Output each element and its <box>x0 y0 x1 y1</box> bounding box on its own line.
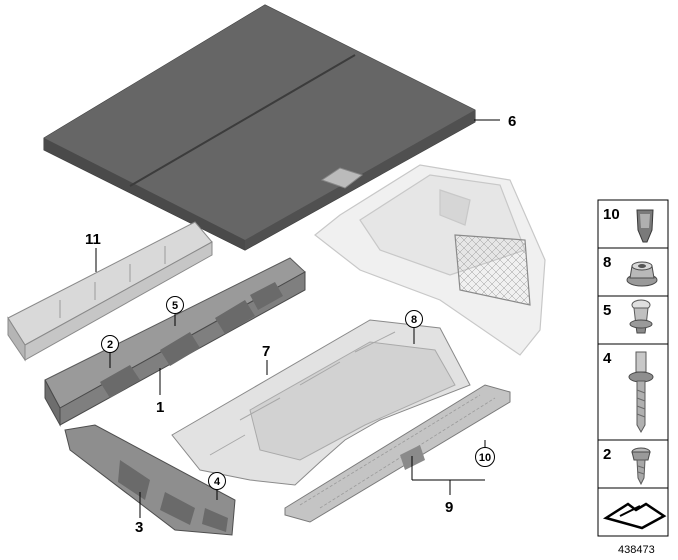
circled-callout-10: 10 <box>475 447 495 467</box>
trunk-outline-ghost <box>314 164 546 356</box>
callout-7: 7 <box>262 343 270 360</box>
circled-callout-2: 2 <box>101 335 119 353</box>
leader-lines <box>95 119 500 518</box>
side-item-label-10: 10 <box>603 206 620 223</box>
side-item-label-4: 4 <box>603 350 612 367</box>
expansion-nut-icon <box>629 299 653 334</box>
callout-6: 6 <box>508 113 516 130</box>
side-item-label-5: 5 <box>603 302 611 319</box>
floor-pan <box>171 319 471 486</box>
side-trim-strip <box>7 221 213 362</box>
circled-callout-5: 5 <box>166 296 184 314</box>
circled-callout-10-label: 10 <box>479 452 491 464</box>
circled-callout-2-label: 2 <box>107 339 113 351</box>
loading-edge-trim <box>284 384 511 523</box>
callout-1: 1 <box>156 399 164 416</box>
side-parts-panel: 10 8 5 4 2 <box>597 199 669 537</box>
luggage-floor-panel <box>43 4 476 251</box>
callout-11: 11 <box>85 231 101 248</box>
circled-callout-5-label: 5 <box>172 300 178 312</box>
side-item-label-2: 2 <box>603 446 611 463</box>
callout-9: 9 <box>445 499 453 516</box>
circled-callout-4: 4 <box>208 472 226 490</box>
cross-member-support <box>44 257 306 427</box>
callout-3: 3 <box>135 519 143 536</box>
diagram-number: 438473 <box>618 544 655 556</box>
flange-nut-icon <box>626 261 658 287</box>
circled-callout-8-label: 8 <box>411 314 417 326</box>
mat-symbol-icon <box>602 502 667 530</box>
clip-icon <box>636 209 654 243</box>
circled-callout-4-label: 4 <box>214 476 221 488</box>
torx-screw-icon <box>631 447 651 486</box>
foam-block <box>64 424 236 536</box>
circled-callout-8: 8 <box>405 310 423 328</box>
side-item-label-8: 8 <box>603 254 611 271</box>
stud-bolt-icon <box>628 351 654 434</box>
